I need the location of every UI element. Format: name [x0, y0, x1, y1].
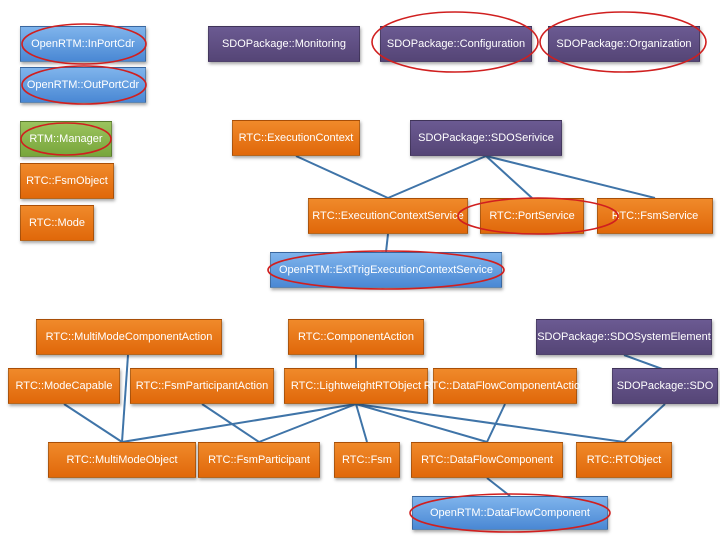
node-fsmservice[interactable]: RTC::FsmService: [597, 198, 713, 234]
node-configuration[interactable]: SDOPackage::Configuration: [380, 26, 532, 62]
node-monitoring[interactable]: SDOPackage::Monitoring: [208, 26, 360, 62]
node-outportcdr[interactable]: OpenRTM::OutPortCdr: [20, 67, 146, 103]
node-modecapable[interactable]: RTC::ModeCapable: [8, 368, 120, 404]
node-executioncontext[interactable]: RTC::ExecutionContext: [232, 120, 360, 156]
highlight-inportcdr: [21, 23, 147, 65]
node-openrtm-dataflowcomponent[interactable]: OpenRTM::DataFlowComponent: [412, 496, 608, 530]
node-fsmparticipant[interactable]: RTC::FsmParticipant: [198, 442, 320, 478]
highlight-organization: [539, 11, 707, 73]
node-dataflowcomponentaction[interactable]: RTC::DataFlowComponentAction: [424, 368, 586, 404]
node-portservice[interactable]: RTC::PortService: [480, 198, 584, 234]
edge-sdoservice-fsmservice: [485, 155, 656, 199]
highlight-configuration: [371, 11, 539, 73]
edge-sdo-rtobject: [623, 403, 666, 443]
highlight-manager: [20, 122, 112, 156]
node-organization[interactable]: SDOPackage::Organization: [548, 26, 700, 62]
node-fsmparticipantaction[interactable]: RTC::FsmParticipantAction: [130, 368, 274, 404]
node-ecservice[interactable]: RTC::ExecutionContextService: [308, 198, 468, 234]
highlight-openrtm-dataflowcomponent: [409, 493, 611, 533]
node-exttrig[interactable]: OpenRTM::ExtTrigExecutionContextService: [270, 252, 502, 288]
node-inportcdr[interactable]: OpenRTM::InPortCdr: [20, 26, 146, 62]
edge-ecservice-exttrig: [385, 233, 389, 253]
node-rtobject[interactable]: RTC::RTObject: [576, 442, 672, 478]
edge-sdoservice-ecservice: [387, 155, 487, 199]
edge-lightweight-rtobject: [355, 403, 625, 443]
edge-sdoservice-portservice: [485, 155, 533, 199]
highlight-outportcdr: [21, 65, 147, 105]
node-multimodeobject[interactable]: RTC::MultiModeObject: [48, 442, 196, 478]
highlight-portservice: [457, 197, 619, 235]
edge-lightweight-fsm: [355, 403, 368, 443]
edge-dataflowcomponent-openrtm: [486, 477, 511, 497]
node-sdosystemelement[interactable]: SDOPackage::SDOSystemElement: [536, 319, 712, 355]
node-sdo[interactable]: SDOPackage::SDO: [612, 368, 718, 404]
node-fsm[interactable]: RTC::Fsm: [334, 442, 400, 478]
edge-lightweight-dataflowcomponent: [355, 403, 488, 443]
edge-fsmparticipantaction-fsmparticipant: [201, 403, 260, 443]
edge-lightweight-multimodeobject: [121, 403, 357, 443]
edge-sdosystemelement-sdo: [623, 354, 666, 371]
node-sdoservice[interactable]: SDOPackage::SDOSerivice: [410, 120, 562, 156]
node-multimodecomponentaction[interactable]: RTC::MultiModeComponentAction: [36, 319, 222, 355]
node-dataflowcomponent[interactable]: RTC::DataFlowComponent: [411, 442, 563, 478]
node-fsmobject[interactable]: RTC::FsmObject: [20, 163, 114, 199]
node-lightweightrtobject[interactable]: RTC::LightweightRTObject: [284, 368, 428, 404]
edge-modecapable-multimodeobject: [63, 403, 123, 443]
edge-multimodeaction-multimodeobject: [121, 354, 129, 443]
node-mode[interactable]: RTC::Mode: [20, 205, 94, 241]
edge-ec-ecservice: [295, 155, 389, 199]
node-componentaction[interactable]: RTC::ComponentAction: [288, 319, 424, 355]
edge-lightweight-fsmparticipant: [258, 403, 357, 443]
highlight-exttrig: [267, 250, 505, 290]
